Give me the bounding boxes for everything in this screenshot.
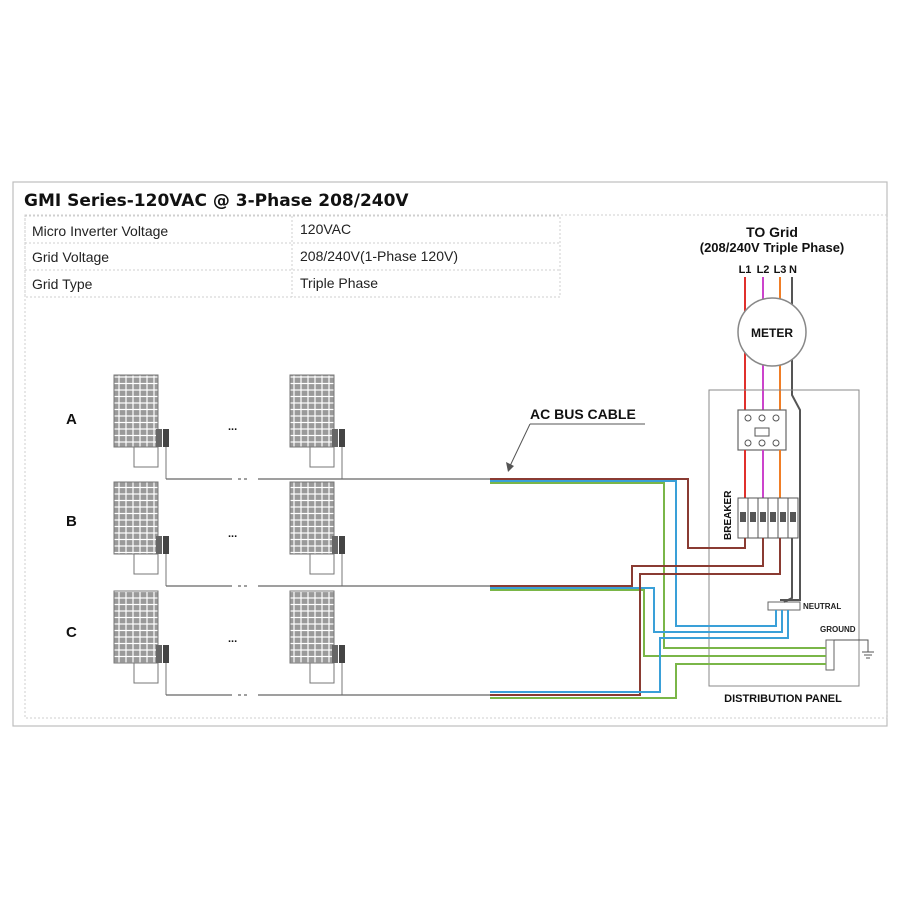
distribution-panel: [708, 389, 860, 687]
diagram-title: GMI Series-120VAC @ 3-Phase 208/240V: [24, 191, 409, 211]
dc-lead: [133, 554, 159, 575]
bus-wire: [490, 610, 789, 693]
ac-bus-cable-label: AC BUS CABLE: [530, 406, 636, 422]
micro-inverter: [332, 645, 345, 663]
earth-ground-icon: [834, 639, 874, 659]
bus-wire: [490, 480, 777, 627]
solar-panel: [113, 481, 159, 555]
solar-panel: [113, 590, 159, 664]
ground-label: GROUND: [820, 625, 856, 634]
micro-inverter: [332, 429, 345, 447]
ellipsis-c: ...: [228, 633, 237, 645]
terminal-label-l3: L3: [774, 264, 787, 276]
dc-lead: [133, 663, 159, 684]
meter-label: METER: [751, 326, 793, 340]
outer-frame: [12, 181, 888, 727]
bus-wire: [490, 538, 781, 696]
inner-dotted-frame: [24, 214, 888, 719]
dc-lead: [309, 663, 335, 684]
spec-label: Micro Inverter Voltage: [32, 223, 168, 239]
row-label-c: C: [66, 624, 77, 641]
solar-panel: [289, 374, 335, 448]
terminal-label-l1: L1: [739, 264, 752, 276]
bus-wire: [490, 663, 826, 699]
solar-panel: [289, 590, 335, 664]
dc-lead: [309, 447, 335, 468]
main-switch: [737, 409, 787, 451]
ac-bus-cable-pointer: [509, 423, 645, 467]
terminal-label-l2: L2: [757, 264, 770, 276]
dc-lead: [309, 554, 335, 575]
switch-to-breaker-wires: [744, 450, 781, 500]
solar-panel: [289, 481, 335, 555]
neutral-bar: [767, 601, 801, 611]
spec-table: Micro Inverter Voltage 120VAC Grid Volta…: [24, 215, 561, 298]
spec-value: 120VAC: [300, 221, 351, 237]
grid-subtitle: (208/240V Triple Phase): [700, 240, 845, 255]
breaker-bank: [737, 497, 799, 539]
spec-label: Grid Type: [32, 276, 93, 292]
row-label-b: B: [66, 513, 77, 530]
grid-title: TO Grid: [746, 224, 798, 240]
solar-panel-array: [113, 374, 490, 696]
ellipsis-a: ...: [228, 421, 237, 433]
bus-wire: [490, 589, 826, 657]
ac-bus-wires: [490, 478, 826, 699]
terminal-label-n: N: [789, 264, 797, 276]
ellipsis-b: ...: [228, 528, 237, 540]
spec-value: Triple Phase: [300, 275, 378, 291]
spec-label: Grid Voltage: [32, 249, 109, 265]
bus-wire: [490, 478, 746, 549]
neutral-label: NEUTRAL: [803, 602, 841, 611]
dc-lead: [133, 447, 159, 468]
breaker-label: BREAKER: [723, 490, 734, 540]
bus-wire: [490, 538, 764, 587]
micro-inverter: [332, 536, 345, 554]
ground-bar: [825, 639, 835, 671]
row-label-a: A: [66, 411, 77, 428]
micro-inverter: [156, 536, 169, 554]
spec-value: 208/240V(1-Phase 120V): [300, 248, 458, 264]
solar-panel: [113, 374, 159, 448]
neutral-wire: [783, 538, 793, 603]
bus-wire: [490, 587, 783, 633]
distribution-panel-label: DISTRIBUTION PANEL: [724, 693, 842, 705]
meter: [737, 297, 807, 367]
micro-inverter: [156, 645, 169, 663]
micro-inverter: [156, 429, 169, 447]
